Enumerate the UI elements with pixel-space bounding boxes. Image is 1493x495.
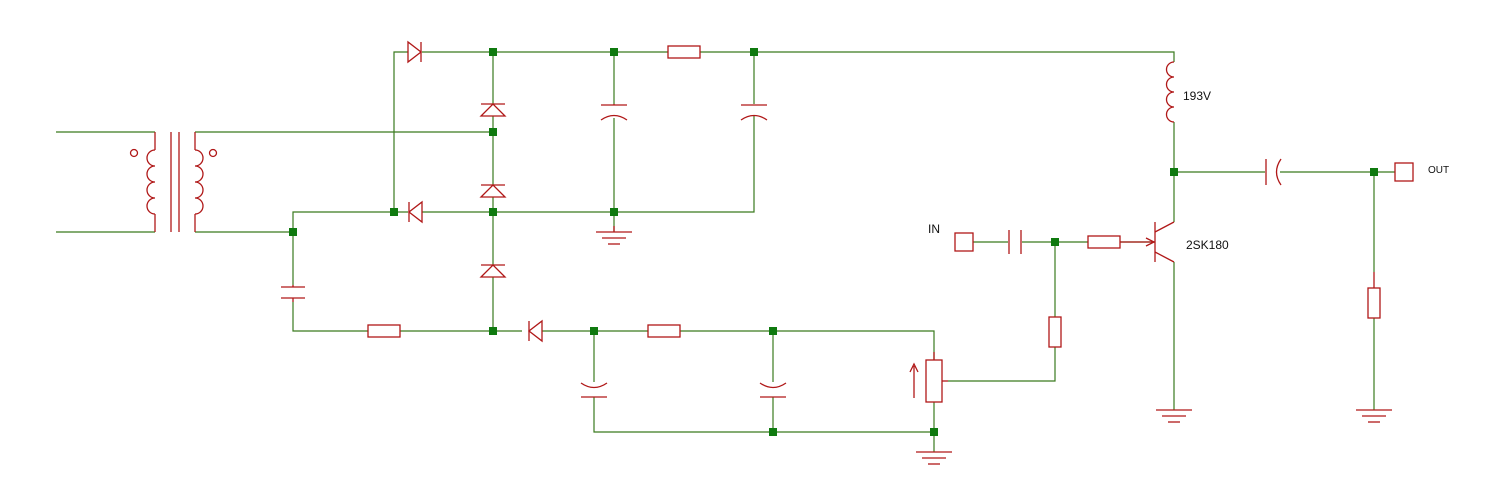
capacitor-input	[1008, 230, 1022, 254]
diode-mid-right	[407, 200, 423, 224]
capacitor-electrolytic-2	[740, 104, 768, 121]
resistor-gate	[1087, 235, 1121, 249]
diode-top-right	[407, 40, 423, 64]
ground-symbol-2	[916, 451, 952, 465]
output-label: OUT	[1428, 165, 1449, 176]
transistor-label: 2SK180	[1186, 238, 1229, 252]
capacitor-electrolytic-3	[580, 382, 608, 398]
capacitor-output	[1265, 158, 1282, 186]
input-terminal	[954, 232, 974, 252]
ground-symbol-4	[1356, 409, 1392, 423]
resistor-output-load	[1367, 272, 1381, 319]
resistor-left-bottom	[367, 324, 401, 338]
capacitor-left	[281, 285, 305, 302]
diode-vertical-3	[479, 264, 507, 278]
diode-vertical-1	[479, 103, 507, 117]
resistor-bias	[1048, 316, 1062, 348]
potentiometer	[909, 352, 948, 403]
junction-nodes	[289, 48, 1378, 436]
input-label: IN	[928, 222, 940, 236]
diode-vertical-2	[479, 184, 507, 198]
ground-symbol-1	[596, 226, 632, 245]
resistor-top	[667, 45, 701, 59]
inductor-load	[1165, 61, 1175, 123]
supply-voltage-label: 193V	[1183, 89, 1211, 103]
capacitor-electrolytic-1	[600, 104, 628, 121]
resistor-bottom-mid	[647, 324, 681, 338]
transformer	[129, 132, 218, 232]
wires	[56, 51, 1395, 452]
diode-bottom-left	[527, 319, 543, 343]
capacitor-electrolytic-4	[759, 382, 787, 398]
output-terminal	[1394, 162, 1414, 182]
ground-symbol-3	[1156, 409, 1192, 423]
fet-transistor	[1120, 221, 1175, 263]
